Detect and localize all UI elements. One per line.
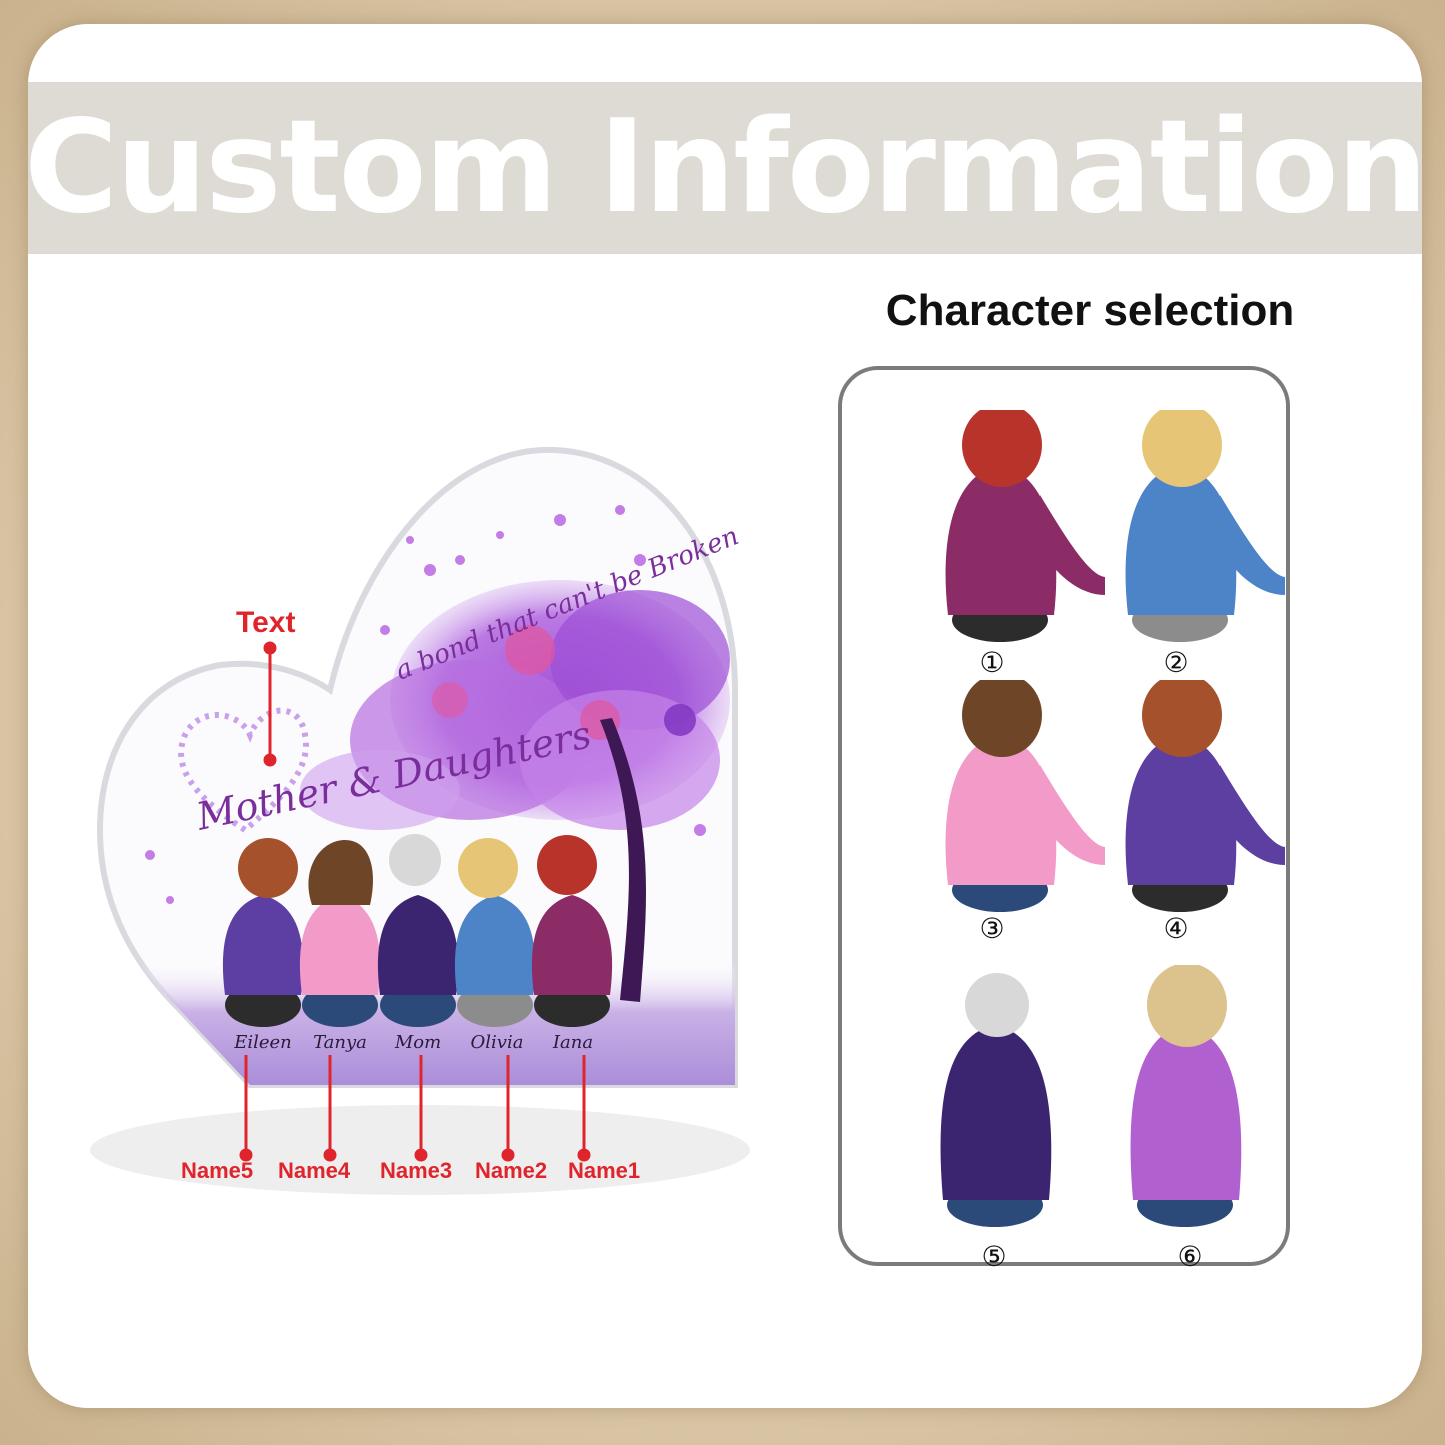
character-figure — [945, 673, 1105, 912]
name2-label: Name2 — [475, 1158, 548, 1183]
family-figures — [222, 834, 613, 1027]
character-option-3[interactable] — [940, 673, 1110, 924]
text-callout-label: Text — [236, 606, 296, 639]
character-selection-title: Character selection — [885, 286, 1295, 335]
character-number-1: ① — [979, 646, 1005, 679]
banner-title: Custom Information — [28, 93, 1422, 242]
character-option-4[interactable] — [1120, 673, 1290, 924]
character-number-2: ② — [1163, 646, 1189, 679]
tree-trunk — [600, 718, 646, 1002]
character-number-5: ⑤ — [981, 1240, 1007, 1273]
figure-name-iana: Iana — [552, 1032, 593, 1053]
name3-label: Name3 — [380, 1158, 453, 1183]
character-number-3: ③ — [979, 912, 1005, 945]
character-figure — [940, 973, 1052, 1227]
character-figure — [945, 403, 1105, 642]
character-option-1[interactable] — [940, 403, 1110, 654]
character-option-6[interactable] — [1125, 963, 1295, 1239]
figure-name-olivia: Olivia — [471, 1032, 524, 1053]
name4-label: Name4 — [278, 1158, 351, 1183]
tree-canopy — [300, 580, 730, 830]
figure-name-eileen: Eileen — [233, 1032, 292, 1053]
name5-label: Name5 — [181, 1158, 254, 1183]
figure-name-tanya: Tanya — [313, 1032, 367, 1053]
falling-hearts — [145, 505, 706, 904]
dotted-heart — [178, 707, 309, 834]
figure-name-mom: Mom — [394, 1032, 441, 1053]
name1-label: Name1 — [568, 1158, 641, 1183]
character-figure — [1125, 403, 1285, 642]
character-figure — [1125, 673, 1285, 912]
character-number-4: ④ — [1163, 912, 1189, 945]
character-option-2[interactable] — [1120, 403, 1290, 654]
character-option-5[interactable] — [935, 965, 1105, 1239]
callout-lines — [239, 641, 591, 1162]
character-number-6: ⑥ — [1177, 1240, 1203, 1273]
title-banner: Custom Information — [28, 82, 1422, 254]
character-figure — [1130, 963, 1242, 1227]
